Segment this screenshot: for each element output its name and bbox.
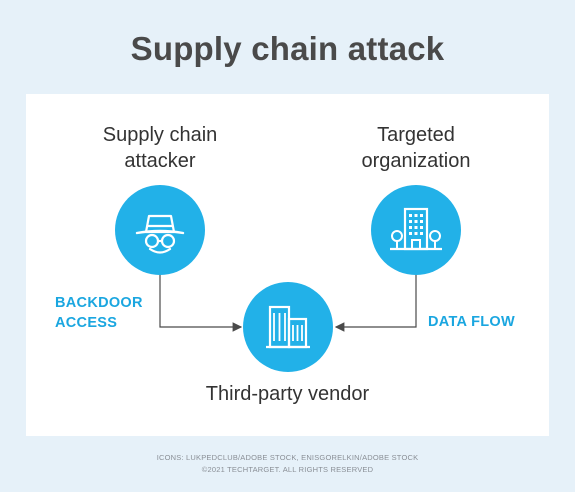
vendor-node (243, 282, 333, 372)
copyright: ©2021 TECHTARGET. ALL RIGHTS RESERVED (201, 465, 374, 474)
office-building-icon (390, 207, 442, 251)
data-flow-arrow (334, 255, 417, 332)
backdoor-access-label: BACKDOOR ACCESS (55, 295, 143, 331)
attacker-node (115, 185, 205, 275)
icon-credits: ICONS: LUKPEDCLUB/ADOBE STOCK, ENISGOREL… (156, 453, 419, 462)
backdoor-access-arrow (159, 255, 243, 332)
diagram-title: Supply chain attack (130, 30, 445, 67)
spy-hat-glasses-icon (135, 214, 185, 254)
data-flow-label: DATA FLOW (428, 314, 515, 330)
diagram-panel (26, 94, 549, 436)
buildings-icon (266, 305, 310, 349)
organization-node (371, 185, 461, 275)
attacker-label: Supply chain attacker (102, 124, 218, 172)
organization-label: Targeted organization (361, 124, 471, 172)
vendor-label: Third-party vendor (205, 383, 370, 405)
